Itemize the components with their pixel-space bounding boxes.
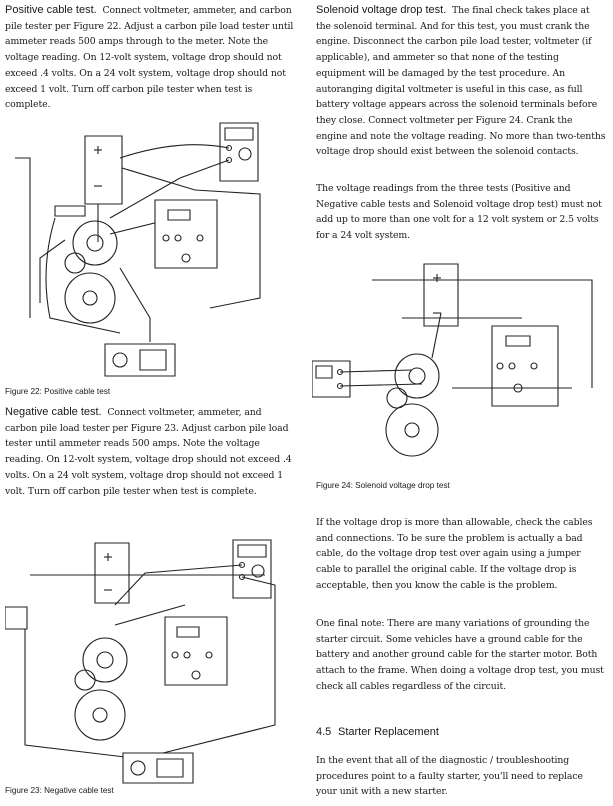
final-note-paragraph: One final note: There are many variation… xyxy=(316,618,604,692)
figure-24-diagram xyxy=(312,258,608,473)
section-title: Starter Replacement xyxy=(338,726,439,738)
section-heading: 4.5 Starter Replacement xyxy=(316,726,439,738)
positive-cable-test-lead: Positive cable test. xyxy=(5,4,97,16)
solenoid-test-body: The final check takes place at the solen… xyxy=(316,5,606,158)
positive-cable-test-body: Connect voltmeter, ammeter, and carbon p… xyxy=(5,5,294,111)
starter-replacement-paragraph: In the event that all of the diagnostic … xyxy=(316,755,583,798)
negative-cable-test-lead: Negative cable test. xyxy=(5,406,102,418)
positive-cable-test-paragraph: Positive cable test. Connect voltmeter, … xyxy=(5,3,295,113)
negative-cable-test-body: Connect voltmeter, ammeter, and carbon p… xyxy=(5,407,292,497)
voltage-readings-paragraph: The voltage readings from the three test… xyxy=(316,183,602,242)
solenoid-test-paragraph: Solenoid voltage drop test. The final ch… xyxy=(316,3,606,160)
figure-22-caption: Figure 22: Positive cable test xyxy=(5,387,111,396)
figure-22-diagram xyxy=(10,118,300,380)
figure-24-caption: Figure 24: Solenoid voltage drop test xyxy=(316,481,450,490)
section-number: 4.5 xyxy=(316,726,332,738)
figure-23-caption: Figure 23: Negative cable test xyxy=(5,786,114,795)
voltage-drop-allowable-paragraph: If the voltage drop is more than allowab… xyxy=(316,517,593,591)
figure-23-diagram xyxy=(5,535,295,785)
solenoid-test-lead: Solenoid voltage drop test. xyxy=(316,4,447,16)
negative-cable-test-paragraph: Negative cable test. Connect voltmeter, … xyxy=(5,405,295,499)
